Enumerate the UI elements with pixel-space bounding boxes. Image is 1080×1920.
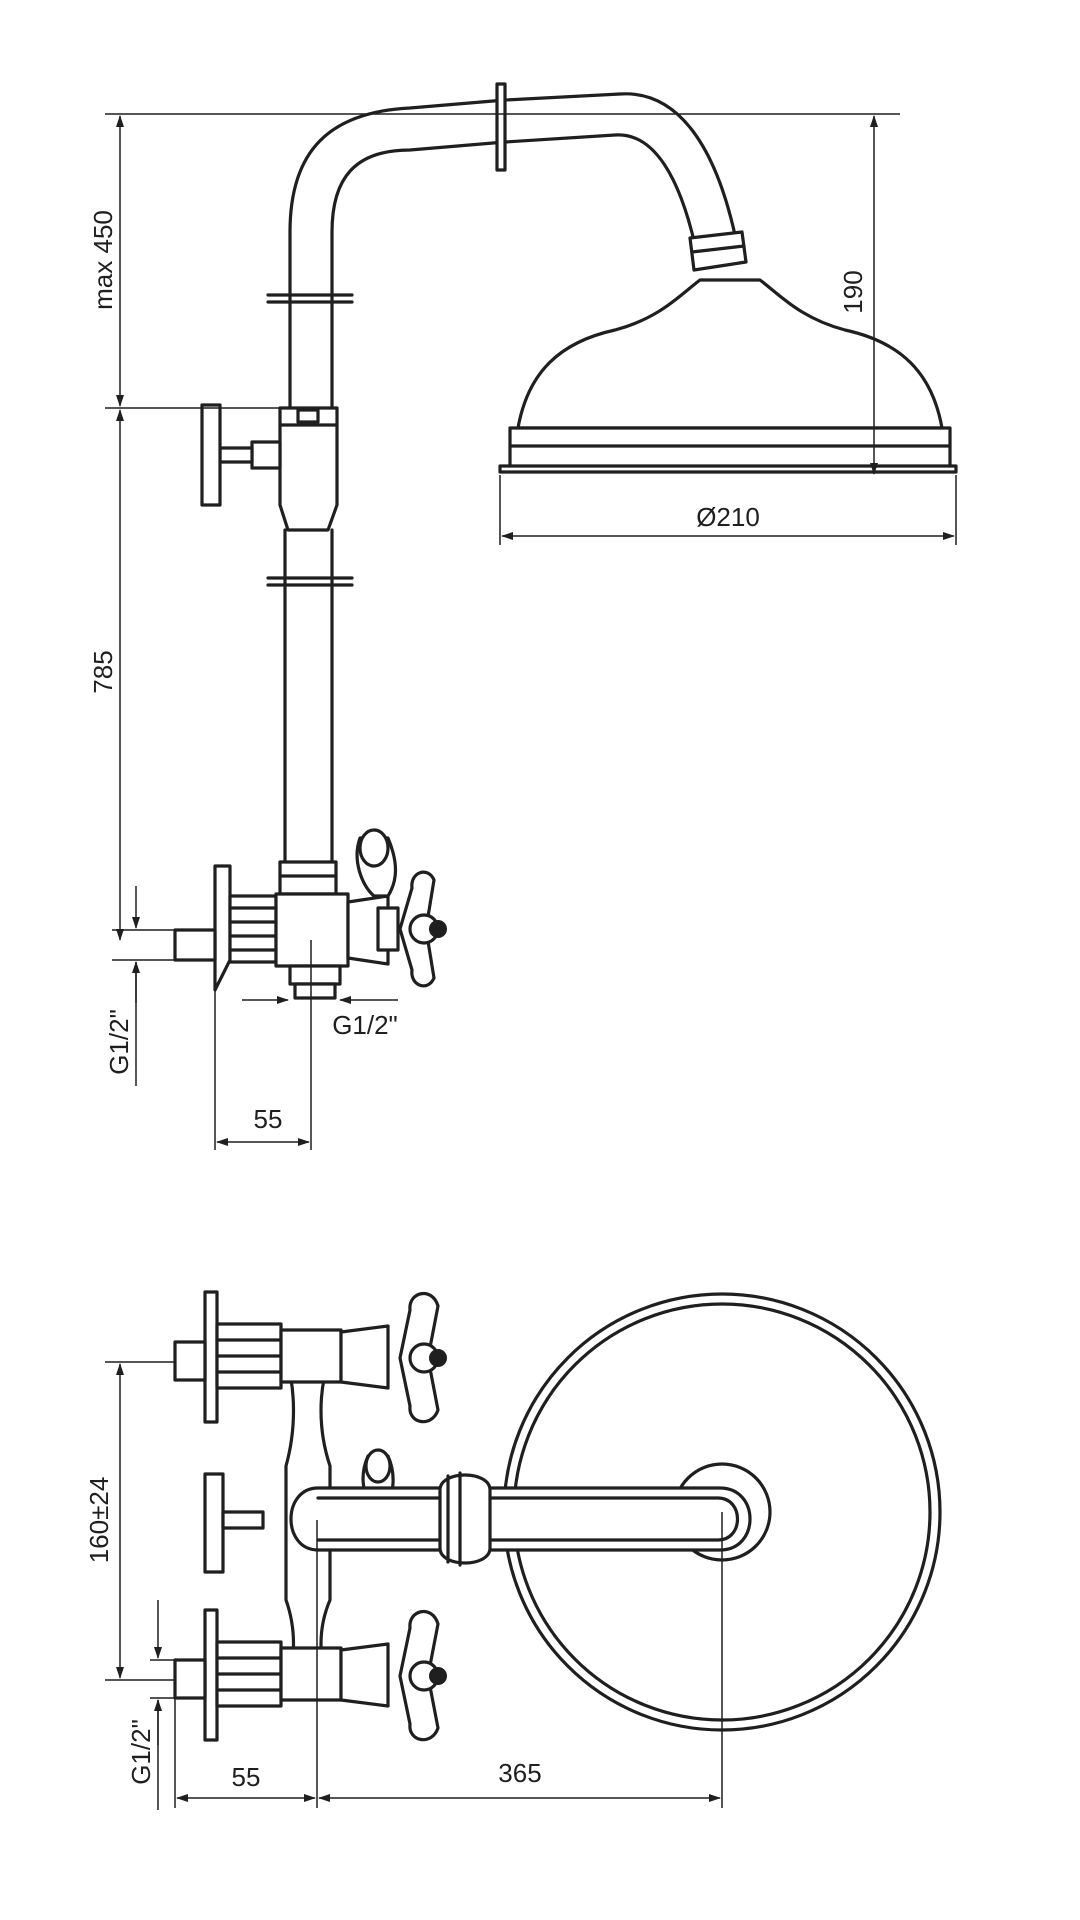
riser-and-arm-plan	[203, 1448, 752, 1574]
top-view-dimensions: 160±24 G1/2" 55 365	[84, 1361, 723, 1810]
dim-inlet-thread-label: G1/2"	[104, 1009, 134, 1075]
shower-head	[498, 230, 958, 474]
dim-arm-reach-label: max 450	[88, 210, 118, 310]
dim-wall-offset-top-label: 55	[232, 1762, 261, 1792]
diverter-block	[200, 403, 339, 532]
mixer-body	[173, 828, 447, 1000]
top-view: 160±24 G1/2" 55 365	[84, 1290, 942, 1810]
side-view: max 450 785 190 Ø210 G1/2" G1/2" 55	[88, 82, 958, 1150]
dim-outlet-thread-label: G1/2"	[332, 1010, 398, 1040]
dim-inlet-spacing-label: 160±24	[84, 1477, 114, 1564]
riser-pipe	[266, 230, 354, 862]
dim-wall-offset-side-label: 55	[254, 1104, 283, 1134]
dim-inlet-thread-top-label: G1/2"	[126, 1719, 156, 1785]
side-view-dimensions: max 450 785 190 Ø210 G1/2" G1/2" 55	[88, 113, 957, 1150]
dim-arm-projection-label: 365	[498, 1758, 541, 1788]
dim-head-drop-label: 190	[838, 270, 868, 313]
mixer-body-plan	[173, 1290, 447, 1742]
dim-head-diameter-label: Ø210	[696, 502, 760, 532]
shower-arm	[288, 82, 737, 247]
dim-riser-height-label: 785	[88, 650, 118, 693]
